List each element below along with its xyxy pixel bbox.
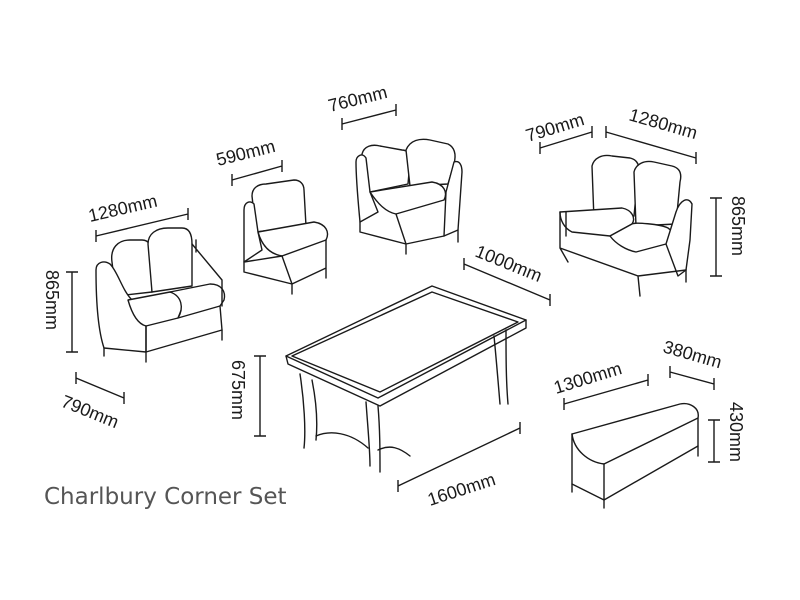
label-right-sofa-depth: 790mm	[523, 109, 586, 146]
label-left-sofa-height: 865mm	[42, 270, 62, 330]
label-armless-chair-width: 590mm	[214, 136, 277, 170]
label-bench-height: 430mm	[726, 402, 746, 462]
armless-chair-drawing	[243, 179, 329, 295]
label-bench-length: 1300mm	[551, 358, 624, 398]
label-left-sofa-length: 1280mm	[86, 191, 159, 226]
bench-drawing	[571, 402, 699, 509]
set-title: Charlbury Corner Set	[44, 484, 287, 510]
dimension-lines	[66, 104, 722, 492]
corner-chair-drawing	[355, 138, 463, 255]
label-corner-chair-width: 760mm	[326, 82, 389, 116]
label-right-sofa-height: 865mm	[728, 196, 748, 256]
left-sofa-drawing	[95, 227, 226, 363]
label-left-sofa-depth: 790mm	[59, 391, 122, 432]
label-table-width: 1000mm	[473, 241, 545, 286]
right-sofa-drawing	[559, 154, 693, 297]
label-table-length: 1600mm	[425, 469, 498, 510]
label-table-height: 675mm	[228, 360, 248, 420]
dining-table-drawing	[285, 285, 527, 473]
label-right-sofa-length: 1280mm	[627, 105, 700, 144]
